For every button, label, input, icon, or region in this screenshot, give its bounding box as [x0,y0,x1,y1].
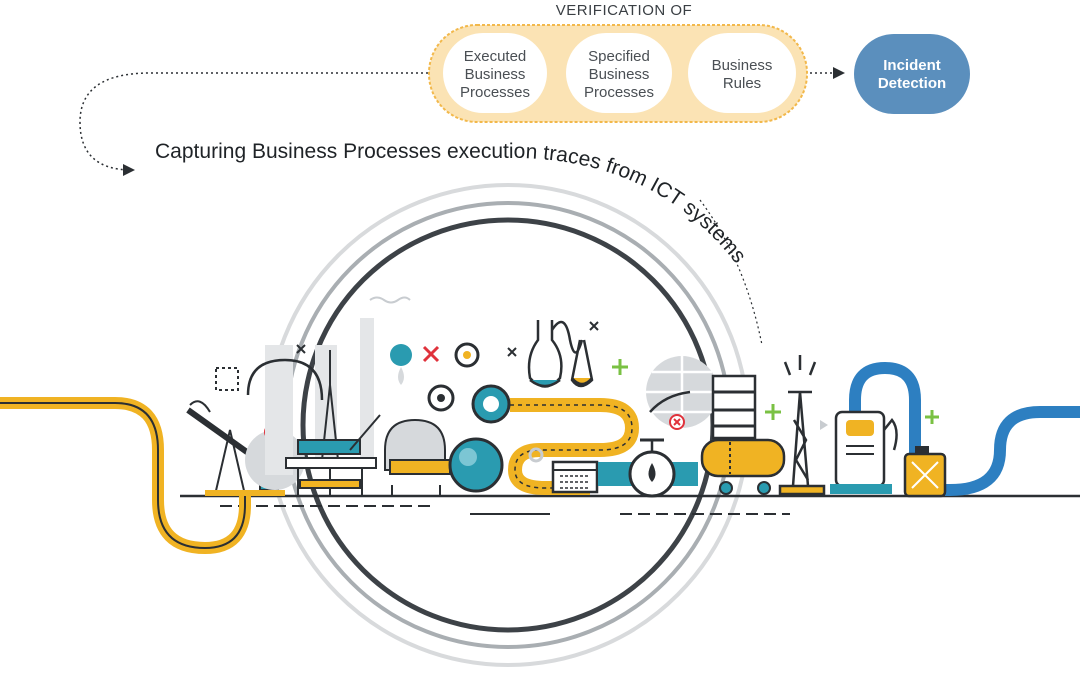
plus-icon [612,359,939,424]
capture-caption: Capturing Business Processes execution t… [155,140,751,267]
verification-item-line: Executed [464,48,527,65]
flask-icon [527,320,594,388]
droplet-icon [390,344,412,385]
offshore-platform-icon [285,350,381,496]
blue-pipe-top [849,361,921,470]
globe-icon [646,356,718,430]
verification-item-line: Rules [723,75,761,92]
verification-item-line: Processes [584,84,654,101]
sparkle-icon [296,321,599,357]
verification-item-specified: Specified Business Processes [566,33,672,113]
sphere-tank-icon [448,437,504,493]
verification-item-line: Business [712,57,773,74]
fuel-pump-icon [830,410,898,494]
jerrycan-icon [903,446,947,498]
middle-ring [284,201,732,649]
dashed-frame-icon [215,367,239,391]
verification-item-rules: Business Rules [688,33,796,113]
verification-item-line: Processes [460,84,530,101]
verification-title: VERIFICATION OF [556,2,692,19]
verification-item-executed: Executed Business Processes [443,33,547,113]
result-line: Incident [883,57,941,74]
tank-with-pipe-icon [384,418,451,496]
blue-pipe [945,406,1080,496]
verification-item-line: Specified [588,48,650,65]
verification-item-line: Business [589,66,650,83]
incident-detection-box: Incident Detection [854,34,970,114]
transmission-tower-icon [778,355,826,496]
yellow-pipe-line [0,402,246,550]
valve-icon [598,438,698,498]
calendar-icon [551,460,599,494]
barrel-icon [711,374,757,440]
result-line: Detection [878,75,946,92]
gear-icon [427,342,544,463]
close-icon [422,345,440,363]
loop-connector [79,72,428,176]
caption-dotted-line [699,199,763,346]
play-arrow-icon [820,420,828,430]
verification-item-line: Business [465,66,526,83]
tanker-truck-icon [700,438,786,495]
refinery-tower-icon [246,296,411,475]
orange-pipe-dash [510,404,633,489]
